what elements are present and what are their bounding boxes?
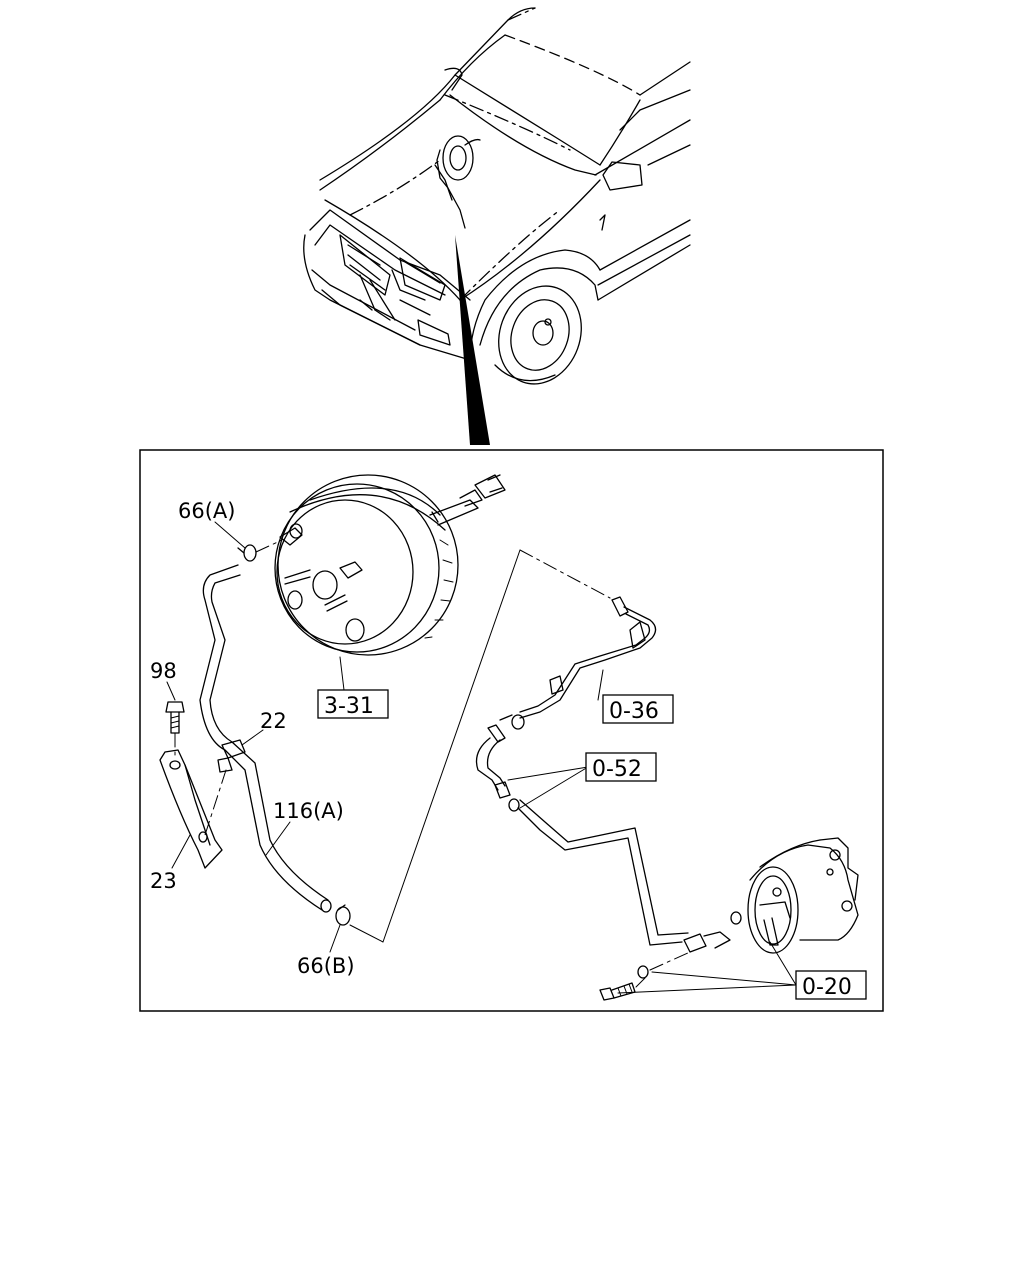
ref-0-36-label: 0-36	[609, 699, 659, 724]
ref-box-0-52[interactable]: 0-52	[585, 752, 657, 782]
callout-23: 23	[150, 869, 177, 893]
brake-booster	[274, 474, 506, 691]
detail-frame	[139, 449, 884, 1012]
callout-66a: 66(A)	[178, 499, 235, 523]
bolt-98	[165, 701, 185, 734]
connection-line	[349, 549, 521, 943]
ref-0-20-label: 0-20	[802, 975, 852, 1000]
ref-box-3-31[interactable]: 3-31	[317, 689, 389, 719]
callout-98: 98	[150, 659, 177, 683]
booster-location-callout	[434, 135, 481, 229]
vacuum-pipe-0-36	[499, 596, 657, 730]
vacuum-hose-116a	[174, 539, 351, 926]
ref-3-31-label: 3-31	[324, 694, 374, 719]
callout-66b: 66(B)	[297, 954, 355, 978]
vacuum-pipe-0-52	[475, 724, 731, 953]
ref-box-0-36[interactable]: 0-36	[602, 694, 674, 724]
ref-0-52-label: 0-52	[592, 757, 642, 782]
vacuum-pump-0-20	[599, 837, 859, 1001]
ref-box-0-20[interactable]: 0-20	[795, 970, 867, 1000]
connection-dash	[519, 549, 611, 599]
zoom-pointer	[455, 235, 490, 445]
bracket-23	[159, 749, 223, 869]
vehicle-overview	[303, 7, 691, 445]
callout-22: 22	[260, 709, 287, 733]
callout-116a: 116(A)	[273, 799, 344, 823]
